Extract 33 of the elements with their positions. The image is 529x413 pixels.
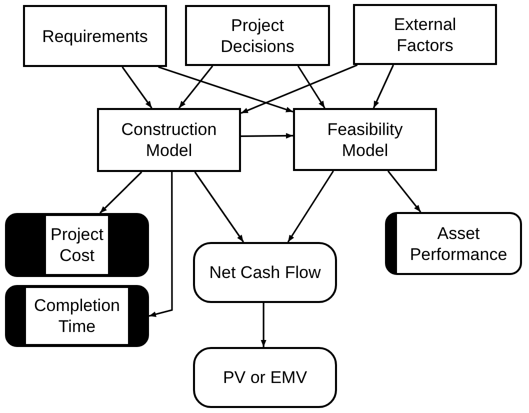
node-label: Feasibility Model — [326, 118, 404, 160]
arrow — [297, 66, 326, 108]
arrow — [372, 64, 394, 108]
node-label: Completion Time — [33, 295, 121, 337]
rounded-box — [193, 242, 337, 303]
node-label: Project Decisions — [220, 14, 296, 56]
arrow — [99, 171, 142, 214]
arrow — [148, 172, 173, 317]
arrow — [240, 64, 358, 114]
node-label: External Factors — [392, 14, 458, 56]
output-box — [5, 285, 149, 347]
arrow — [194, 172, 244, 242]
process-box — [185, 5, 330, 66]
node-label: Requirements — [42, 26, 148, 46]
output-box — [5, 213, 149, 277]
output-box — [385, 212, 522, 275]
node-label: PV or EMV — [222, 367, 308, 388]
node-label: Asset Performance — [408, 222, 508, 264]
process-box — [97, 108, 241, 172]
node-label: Project Cost — [50, 224, 104, 266]
arrow — [158, 66, 294, 113]
arrow — [387, 170, 422, 212]
arrow — [287, 170, 334, 242]
rounded-box — [193, 347, 337, 408]
process-box — [23, 5, 167, 67]
process-box — [293, 108, 437, 171]
arrow — [241, 132, 293, 139]
node-label: Construction Model — [120, 119, 218, 161]
node-label: Net Cash Flow — [209, 262, 321, 283]
process-box — [353, 4, 497, 65]
arrow — [122, 66, 152, 108]
arrow — [178, 66, 214, 108]
arrow — [260, 303, 266, 347]
